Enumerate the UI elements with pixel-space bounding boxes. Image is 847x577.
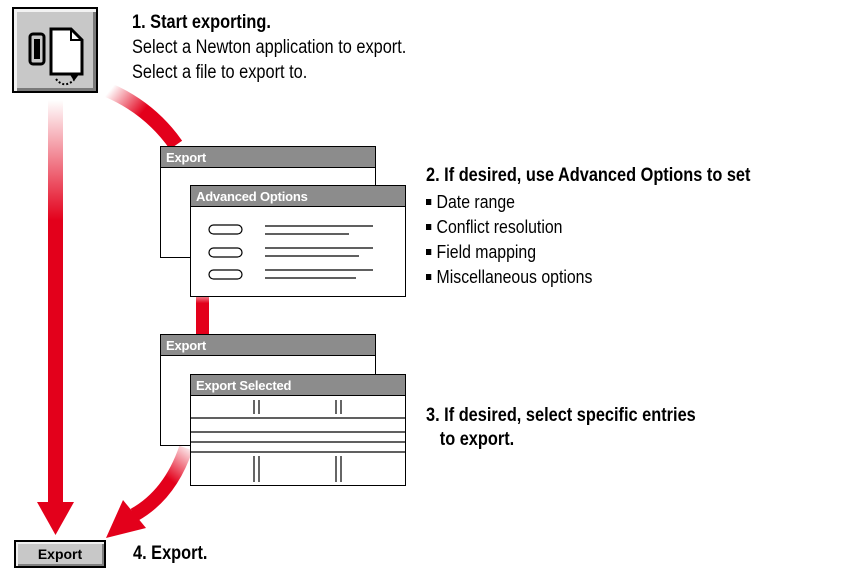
bullet-item: Field mapping <box>426 240 758 265</box>
export-selected-title: Export Selected <box>191 375 405 396</box>
option-field-1 <box>208 224 243 235</box>
step2-title: 2. If desired, use Advanced Options to s… <box>426 165 751 186</box>
advanced-options-title: Advanced Options <box>191 186 405 207</box>
export-selected-window: Export Selected <box>190 374 406 486</box>
arrow-to-export-button-2 <box>106 445 193 538</box>
export-document-glyph <box>28 27 84 86</box>
step1-line-2: Select a file to export to. <box>132 62 308 83</box>
step2-text: 2. If desired, use Advanced Options to s… <box>426 165 803 290</box>
export-window-2-title: Export <box>161 335 375 356</box>
step4-title: 4. Export. <box>133 543 208 564</box>
arrow-to-export-window <box>104 83 183 150</box>
step3-title-line-1: 3. If desired, select specific entries <box>426 405 696 426</box>
export-window-title: Export <box>161 147 375 168</box>
bullet-item: Conflict resolution <box>426 215 758 240</box>
option-field-2 <box>208 247 243 258</box>
arrow-to-export-button <box>37 100 74 535</box>
advanced-options-window: Advanced Options <box>190 185 406 297</box>
step2-bullets: Date range Conflict resolution Field map… <box>426 190 803 290</box>
step3-title-line-2: to export. <box>439 429 515 450</box>
step3-text: 3. If desired, select specific entries t… <box>426 405 740 451</box>
advanced-options-controls <box>208 224 373 280</box>
step1-text: 1. Start exporting. Select a Newton appl… <box>132 12 451 85</box>
arrow-connector <box>196 290 209 334</box>
entries-table <box>191 400 405 482</box>
export-button[interactable]: Export <box>14 540 106 568</box>
step1-line-1: Select a Newton application to export. <box>132 37 407 58</box>
bullet-item: Miscellaneous options <box>426 265 758 290</box>
option-field-3 <box>208 269 243 280</box>
bullet-item: Date range <box>426 190 758 215</box>
newton-export-icon[interactable] <box>12 7 98 93</box>
step1-title: 1. Start exporting. <box>132 12 271 33</box>
